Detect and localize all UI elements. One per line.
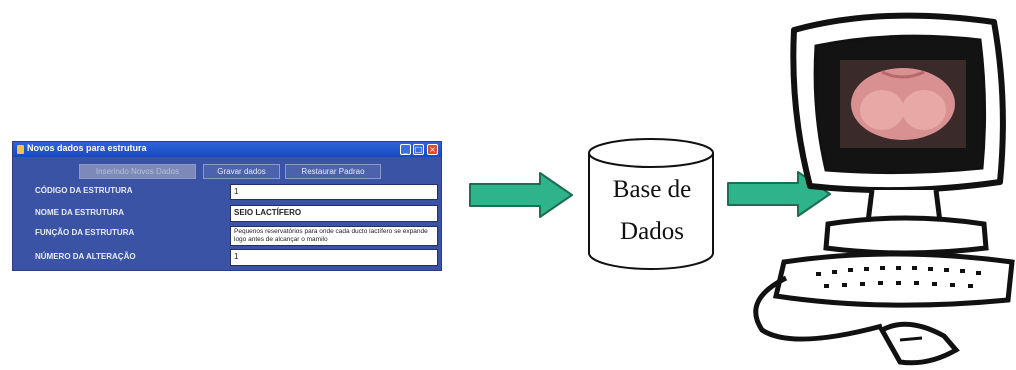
arrow-right-icon — [727, 171, 831, 217]
structure-name-label: NOME DA ESTRUTURA — [35, 208, 125, 217]
window-title: Novos dados para estrutura — [27, 143, 147, 153]
restore-default-button[interactable]: Restaurar Padrao — [285, 164, 381, 179]
change-number-field[interactable]: 1 — [230, 249, 438, 266]
save-data-button[interactable]: Gravar dados — [203, 164, 280, 179]
database-label-line1: Base de — [612, 176, 692, 203]
window-app-icon — [17, 145, 24, 154]
change-number-label: NÚMERO DA ALTERAÇÃO — [35, 252, 136, 261]
minimize-icon[interactable]: _ — [400, 144, 411, 155]
computer-icon — [753, 12, 1015, 366]
structure-code-field[interactable]: 1 — [230, 184, 438, 200]
structure-code-label: CÓDIGO DA ESTRUTURA — [35, 186, 133, 195]
window-titlebar: Novos dados para estrutura _ □ × — [13, 142, 441, 157]
inserting-new-data-button[interactable]: Inserindo Novos Dados — [79, 164, 196, 179]
maximize-icon[interactable]: □ — [413, 144, 424, 155]
database-label-line2: Dados — [620, 218, 684, 245]
arrow-right-icon — [469, 172, 573, 218]
structure-function-label: FUNÇÃO DA ESTRUTURA — [35, 228, 135, 237]
close-icon[interactable]: × — [427, 144, 438, 155]
structure-function-field[interactable]: Pequenos reservatórios para onde cada du… — [230, 226, 438, 246]
database-icon — [588, 138, 714, 270]
structure-name-field[interactable]: SEIO LACTÍFERO — [230, 205, 438, 222]
structure-data-window: Novos dados para estrutura _ □ × Inserin… — [12, 141, 442, 271]
